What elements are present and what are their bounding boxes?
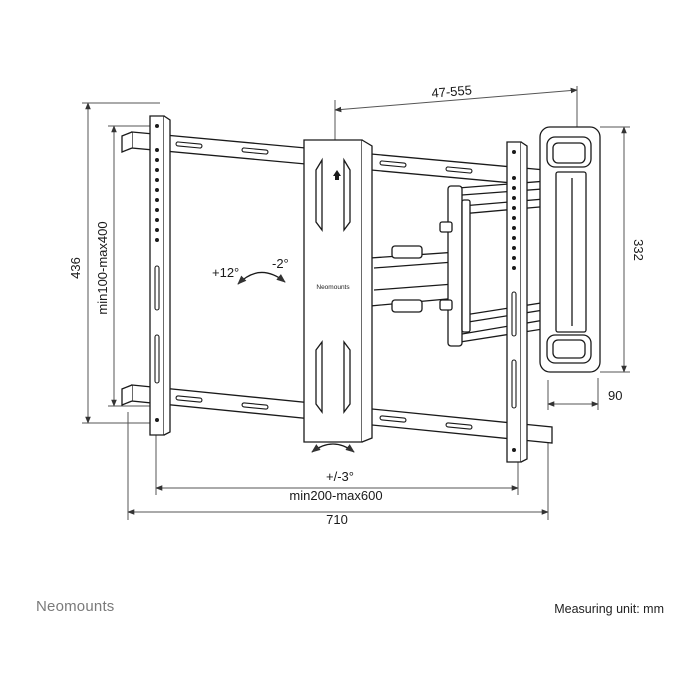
tilt-back-label: -2° [272, 256, 289, 271]
rotation-arrow [311, 443, 355, 453]
vesa-vertical-label: min100-max400 [95, 221, 110, 314]
swing-arm [369, 179, 563, 347]
wall-plate [539, 126, 601, 373]
tilt-forward-label: +12° [212, 265, 239, 280]
wall-depth-label: 90 [608, 388, 622, 403]
wall-plate-height-label: 332 [631, 239, 646, 261]
tilt-arrow [237, 271, 286, 285]
left-vertical-bracket [149, 115, 171, 436]
arm-extension-label: 47-555 [431, 82, 473, 100]
measuring-unit-note: Measuring unit: mm [554, 602, 664, 616]
overall-width-label: 710 [326, 512, 348, 527]
rotation-label: +/-3° [326, 469, 354, 484]
right-vertical-bracket [506, 141, 528, 463]
center-mounting-plate [303, 139, 373, 443]
overall-height-label: 436 [68, 257, 83, 279]
footer-brand-logo: Neomounts [36, 598, 115, 615]
vesa-horizontal-label: min200-max600 [289, 488, 382, 503]
plate-brand-label: Neomounts [316, 284, 350, 291]
